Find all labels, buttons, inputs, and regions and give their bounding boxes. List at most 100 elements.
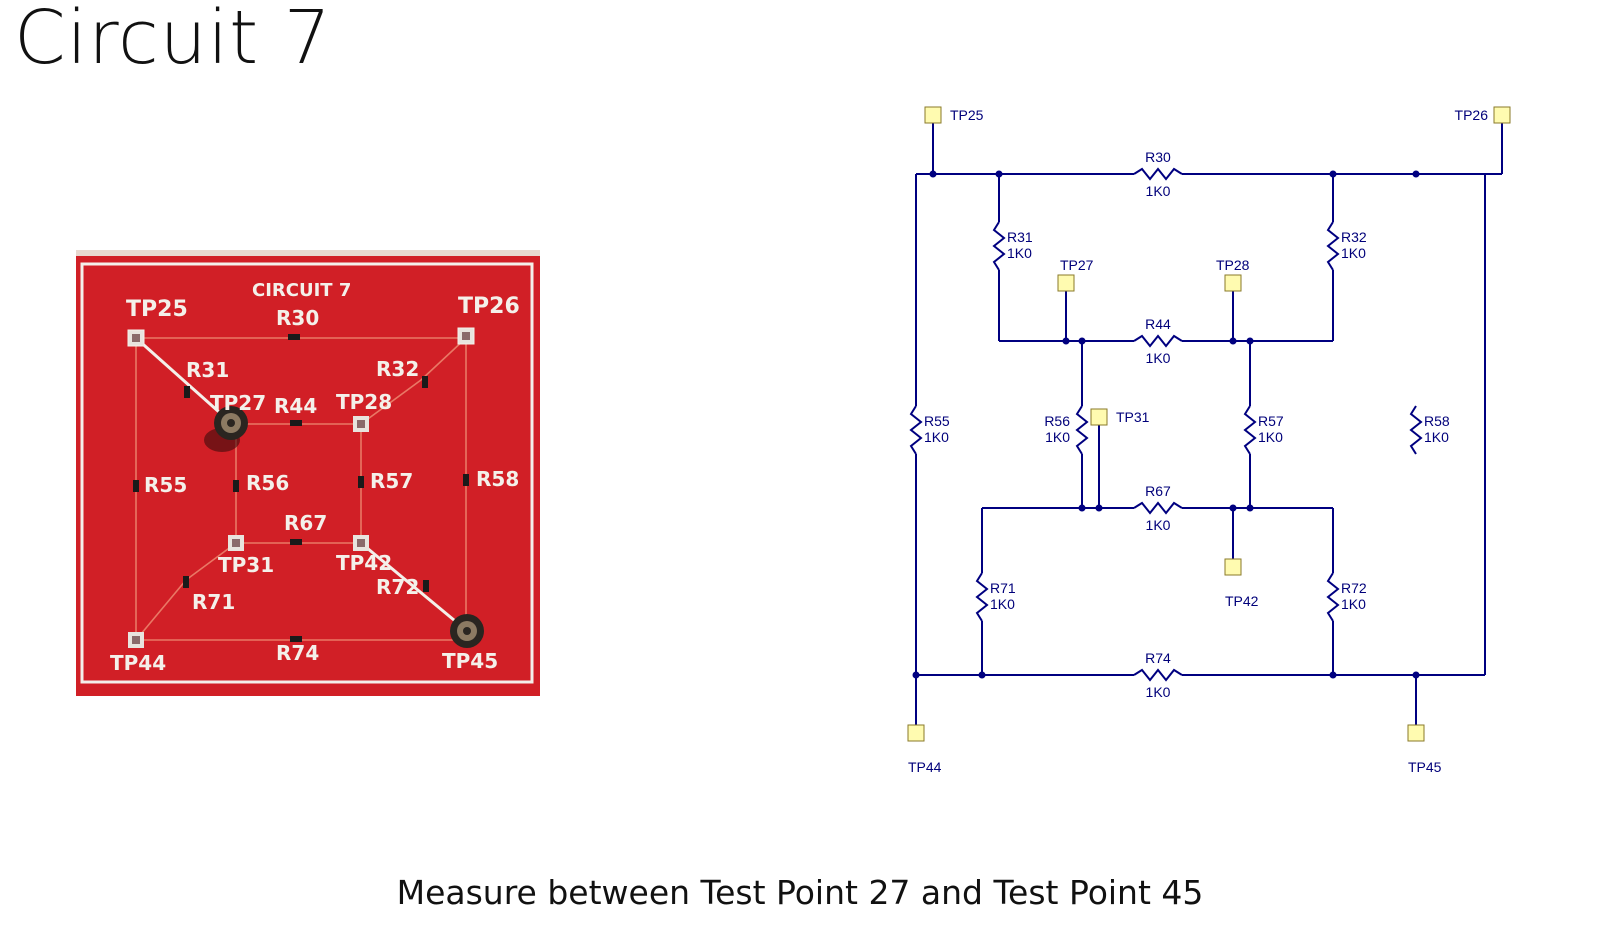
pcb-resistor-r72: [423, 580, 429, 592]
schematic-resistors: [909, 167, 1423, 682]
resistor-label-r30: R30: [1145, 149, 1171, 165]
test-point-label-tp42: TP42: [1225, 593, 1259, 609]
resistor-value-r31: 1K0: [1007, 245, 1032, 261]
schematic-labels: R301K0R311K0R321K0R441K0R551K0R561K0R571…: [908, 107, 1488, 775]
schematic-test-points: [907, 106, 1511, 742]
junction-dot: [1412, 170, 1420, 178]
junction-dot: [1329, 671, 1337, 679]
resistor-r67: [1133, 501, 1183, 515]
resistor-value-r30: 1K0: [1146, 183, 1171, 199]
resistor-label-r32: R32: [1341, 229, 1367, 245]
resistor-r58: [1409, 405, 1423, 455]
junction-dot: [1062, 337, 1070, 345]
resistor-r57: [1243, 405, 1257, 455]
pcb-label-tp42: TP42: [336, 551, 392, 575]
resistor-value-r44: 1K0: [1146, 350, 1171, 366]
junction-dot: [1095, 504, 1103, 512]
resistor-value-r71: 1K0: [990, 596, 1015, 612]
resistor-r56: [1075, 405, 1089, 455]
test-point-label-tp26: TP26: [1455, 107, 1489, 123]
pcb-label-r30: R30: [276, 306, 319, 330]
junction-dot: [1246, 504, 1254, 512]
test-point-label-tp27: TP27: [1060, 257, 1094, 273]
pcb-label-tp45: TP45: [442, 649, 498, 673]
resistor-value-r57: 1K0: [1258, 429, 1283, 445]
pcb-bold-traces: [135, 336, 467, 632]
test-point-label-tp45: TP45: [1408, 759, 1442, 775]
resistor-value-r72: 1K0: [1341, 596, 1366, 612]
pcb-label-r32: R32: [376, 357, 419, 381]
pcb-label-tp28: TP28: [336, 390, 392, 414]
pcb-label-tp44: TP44: [110, 651, 166, 675]
resistor-value-r56: 1K0: [1045, 429, 1070, 445]
resistor-label-r57: R57: [1258, 413, 1284, 429]
schematic-junctions: [912, 170, 1420, 679]
pcb-label-r31: R31: [186, 358, 229, 382]
pcb-label-r57: R57: [370, 469, 413, 493]
pcb-resistors: [133, 334, 469, 642]
pcb-top-edge: [76, 250, 540, 256]
resistor-label-r74: R74: [1145, 650, 1171, 666]
test-point-label-tp44: TP44: [908, 759, 942, 775]
resistor-label-r44: R44: [1145, 316, 1171, 332]
test-point-tp45: [1407, 724, 1425, 742]
resistor-label-r31: R31: [1007, 229, 1033, 245]
junction-dot: [1229, 337, 1237, 345]
junction-dot: [929, 170, 937, 178]
resistor-r55: [909, 405, 923, 455]
pcb-label-r67: R67: [284, 511, 327, 535]
pcb-label-tp27: TP27: [210, 391, 266, 415]
resistor-label-r58: R58: [1424, 413, 1450, 429]
resistor-value-r55: 1K0: [924, 429, 949, 445]
pcb-resistor-r30: [288, 334, 300, 340]
pcb-resistor-r74: [290, 636, 302, 642]
pcb-resistor-r56: [233, 480, 239, 492]
resistor-label-r71: R71: [990, 580, 1016, 596]
test-point-tp44: [907, 724, 925, 742]
junction-dot: [1078, 337, 1086, 345]
pcb-label-tp26: TP26: [458, 294, 520, 319]
resistor-r32: [1326, 221, 1340, 271]
test-point-tp28: [1224, 274, 1242, 292]
pcb-test-points: [127, 327, 484, 648]
pcb-resistor-r67: [290, 539, 302, 545]
junction-dot: [1078, 504, 1086, 512]
pcb-resistor-r31: [184, 386, 190, 398]
pcb-resistor-r57: [358, 476, 364, 488]
resistor-label-r72: R72: [1341, 580, 1367, 596]
pcb-label-tp25: TP25: [126, 297, 188, 322]
resistor-r44: [1133, 334, 1183, 348]
resistor-label-r56: R56: [1044, 413, 1070, 429]
pcb-resistor-r71: [183, 576, 189, 588]
pcb-label-r71: R71: [192, 590, 235, 614]
pcb-label-r58: R58: [476, 467, 519, 491]
slide-title: Circuit 7: [14, 0, 332, 81]
resistor-r30: [1133, 167, 1183, 181]
resistor-r31: [992, 221, 1006, 271]
junction-dot: [1246, 337, 1254, 345]
test-point-label-tp28: TP28: [1216, 257, 1250, 273]
resistor-value-r74: 1K0: [1146, 684, 1171, 700]
pcb-label-r44: R44: [274, 394, 317, 418]
resistor-r74: [1133, 668, 1183, 682]
pcb-resistor-r58: [463, 474, 469, 486]
junction-dot: [1329, 170, 1337, 178]
junction-dot: [1412, 671, 1420, 679]
pcb-label-r74: R74: [276, 641, 319, 665]
pcb-board-label: CIRCUIT 7: [252, 280, 351, 301]
pcb-label-r55: R55: [144, 473, 187, 497]
test-point-label-tp25: TP25: [950, 107, 984, 123]
resistor-value-r32: 1K0: [1341, 245, 1366, 261]
junction-dot: [978, 671, 986, 679]
junction-dot: [995, 170, 1003, 178]
test-point-tp27: [1057, 274, 1075, 292]
resistor-label-r67: R67: [1145, 483, 1171, 499]
test-point-tp25: [924, 106, 942, 124]
junction-dot: [912, 671, 920, 679]
resistor-label-r55: R55: [924, 413, 950, 429]
caption: Measure between Test Point 27 and Test P…: [396, 873, 1204, 912]
pcb-outline: [80, 262, 534, 684]
pcb-label-tp31: TP31: [218, 553, 274, 577]
test-point-tp31: [1090, 408, 1108, 426]
pcb-label-r56: R56: [246, 471, 289, 495]
